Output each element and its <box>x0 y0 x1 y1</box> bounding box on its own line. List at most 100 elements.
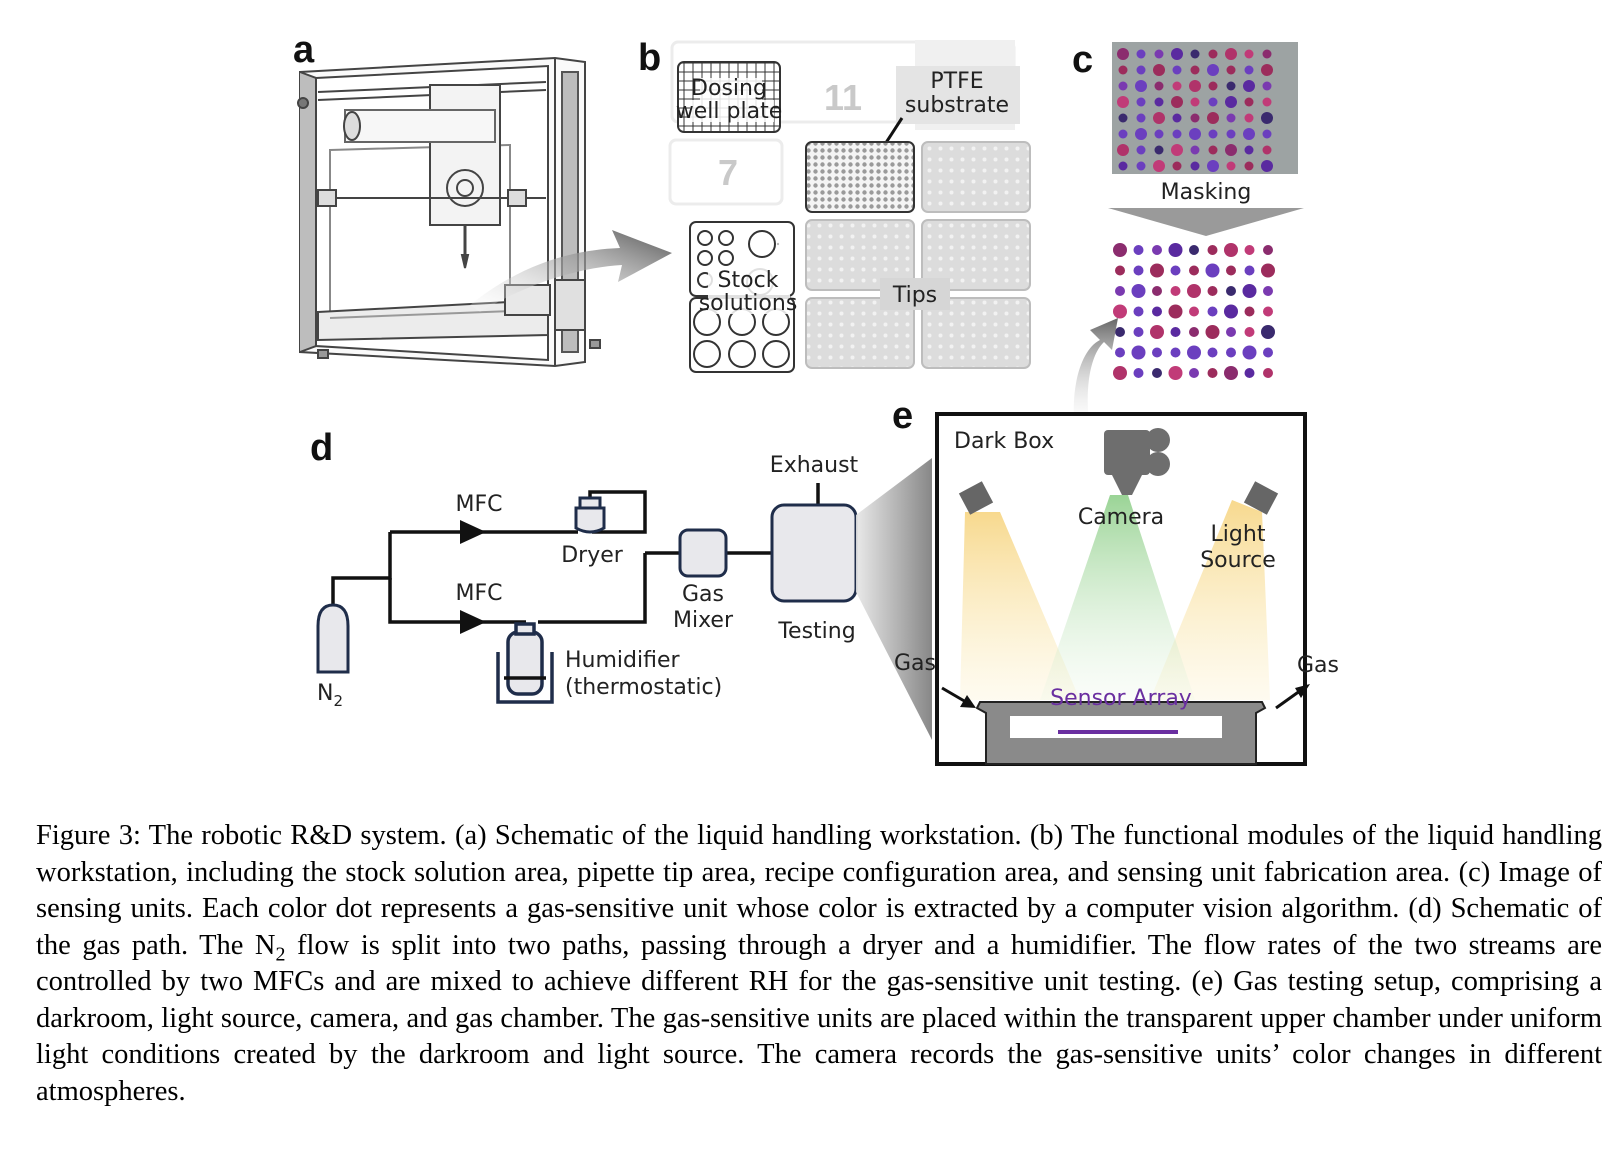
sensor-dot <box>1135 128 1147 140</box>
ptfe-substrate-plate <box>805 141 915 213</box>
sensor-dot <box>1131 284 1146 298</box>
masked-sensor-dots <box>1113 243 1275 380</box>
sensor-dot <box>1152 347 1162 358</box>
sensor-dot <box>1153 160 1165 172</box>
sensor-dot <box>1243 128 1255 140</box>
sensor-dot <box>1171 96 1183 108</box>
sensor-dot <box>1117 96 1129 108</box>
sensor-dot <box>1168 243 1183 257</box>
gas-out-label: Gas <box>1297 653 1339 678</box>
sensor-dot <box>1244 368 1255 378</box>
sensor-dot <box>1168 304 1183 319</box>
sensor-dot <box>1152 286 1162 296</box>
sensor-dot <box>1189 327 1199 337</box>
workstation-drawing <box>297 56 601 368</box>
sensor-dot <box>1224 243 1238 257</box>
slot-7-label: 7 <box>718 152 738 193</box>
sensor-dot <box>1152 245 1162 255</box>
sensor-dot <box>1172 65 1182 75</box>
sensor-array-label: Sensor Array <box>1050 686 1192 711</box>
sensor-dot <box>1242 284 1257 298</box>
sensor-dot <box>1208 129 1218 139</box>
sensor-dot <box>1152 306 1162 317</box>
sensor-dot <box>1133 306 1144 317</box>
dosing-label-1: Dosing <box>691 76 767 101</box>
sensor-dot <box>1136 97 1146 107</box>
sensor-dot <box>1208 49 1218 59</box>
sensor-dot <box>1154 49 1164 59</box>
sensor-dot <box>1133 368 1144 378</box>
sensor-dot <box>1115 265 1125 276</box>
left-light-beam <box>960 512 1080 700</box>
sensor-dot <box>1118 65 1128 75</box>
panel-b-letter: b <box>638 37 661 79</box>
camera-label: Camera <box>1078 505 1164 530</box>
sensor-dot <box>1189 306 1199 317</box>
sensor-dot <box>1208 81 1218 91</box>
sensor-dot <box>1133 265 1144 276</box>
sensor-dot <box>1226 161 1236 171</box>
panel-d: d MFC MFC N2 Dryer <box>310 427 859 710</box>
mfc-top-label: MFC <box>456 492 503 517</box>
sensor-dot <box>1263 347 1273 358</box>
sensor-dot <box>1115 286 1125 296</box>
sensor-dot <box>1225 96 1237 108</box>
sensor-dot <box>1190 161 1200 171</box>
sensor-dot <box>1226 286 1236 296</box>
ptfe-label-2: substrate <box>905 93 1009 118</box>
sensor-dot <box>1172 129 1182 139</box>
mfc-bottom-label: MFC <box>456 581 503 606</box>
sensor-dot <box>1170 286 1181 296</box>
sensor-dot <box>1190 113 1200 123</box>
sensor-dot <box>1115 347 1125 358</box>
sensor-dot <box>1244 49 1254 59</box>
camera-to-array-arrow <box>1073 318 1118 430</box>
dryer <box>574 496 606 534</box>
transparent-upper-chamber <box>1010 716 1222 738</box>
gas-in-label: Gas <box>894 651 936 676</box>
sensor-dot <box>1189 128 1201 140</box>
sensor-dot <box>1136 145 1146 155</box>
sensor-dot <box>1133 327 1144 337</box>
sensor-dot <box>1115 327 1125 337</box>
figure-3: a <box>293 29 1339 766</box>
light-source-label-1: Light <box>1211 522 1266 547</box>
testing-chamber <box>770 503 858 603</box>
sensor-dot <box>1113 366 1127 380</box>
sensor-dot <box>1207 347 1218 358</box>
sensor-dot <box>1189 368 1199 378</box>
panel-e-letter: e <box>892 395 913 437</box>
sensor-dot <box>1171 144 1183 156</box>
panel-b: b Dosing well plate 11 7 PTFE substrate <box>638 37 1031 373</box>
sensor-dot <box>1224 366 1238 380</box>
slot-11-label: 11 <box>824 77 862 118</box>
sensor-dot <box>1207 112 1219 124</box>
sensor-dot <box>1154 81 1164 91</box>
left-light-source <box>958 481 994 515</box>
masking-label: Masking <box>1161 180 1252 205</box>
light-source-label-2: Source <box>1200 548 1276 573</box>
testing-label: Testing <box>777 619 855 644</box>
sensor-dot <box>1244 265 1255 276</box>
panel-c-letter: c <box>1072 39 1093 81</box>
stock-label-2: solutions <box>699 291 798 316</box>
sensor-dot <box>1113 304 1127 319</box>
sensor-dot <box>1207 306 1218 317</box>
sensor-dot <box>1154 129 1164 139</box>
sensor-dot <box>1172 161 1182 171</box>
sensor-dot <box>1244 161 1254 171</box>
n2-label: N2 <box>317 681 343 710</box>
panel-e: e Dark Box Camera Light Source Sensor Ar… <box>892 395 1339 766</box>
panel-a: a <box>293 29 672 368</box>
exhaust-label: Exhaust <box>770 453 859 478</box>
sensor-dot <box>1136 113 1146 123</box>
sensor-dot <box>1261 325 1275 339</box>
sensor-dot <box>1172 113 1182 123</box>
stock-label-1: Stock <box>718 268 779 293</box>
sensor-dot <box>1261 112 1273 124</box>
sensor-dot <box>1226 81 1236 91</box>
sensor-array-strip <box>1058 730 1178 734</box>
humidifier-label-1: Humidifier <box>565 648 680 673</box>
sensor-dot <box>1263 286 1273 296</box>
dark-box-label: Dark Box <box>954 429 1054 454</box>
